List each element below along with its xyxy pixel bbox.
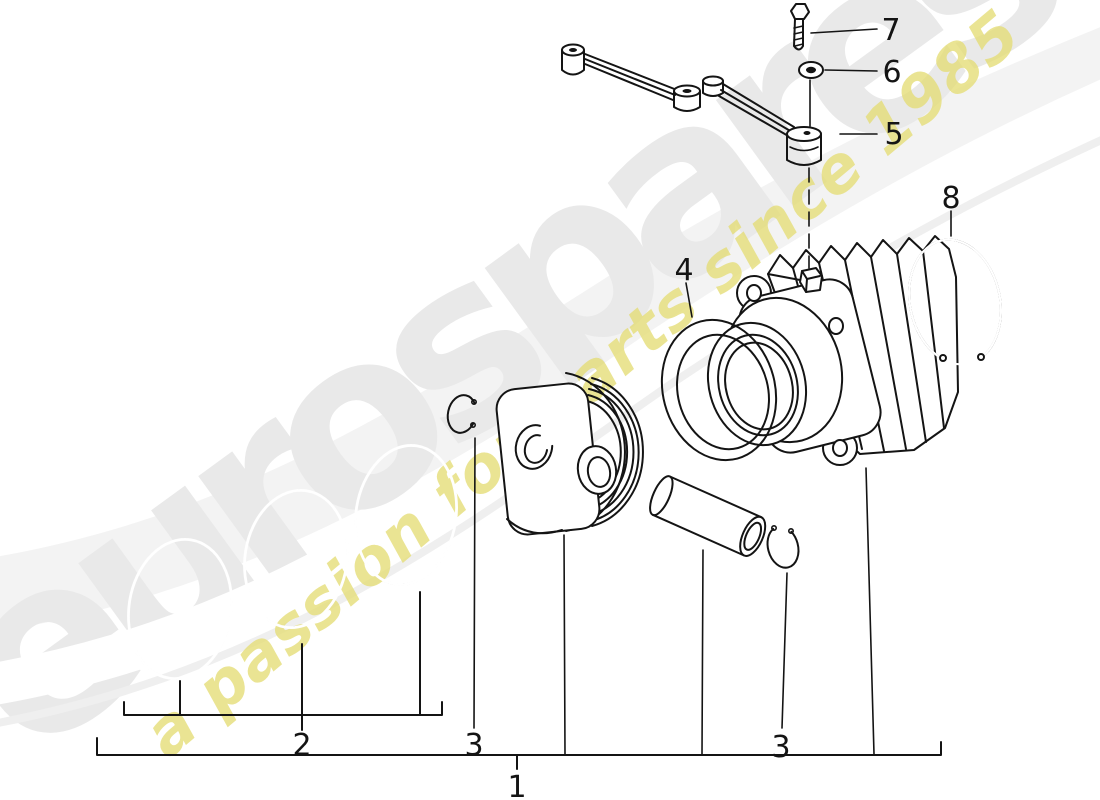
callout-7-label: 7 (881, 13, 900, 48)
callout-5-label: 5 (884, 117, 903, 152)
piston-ring-2 (243, 488, 349, 630)
bracket-right-boss-hole (803, 131, 811, 135)
bolt-shank (793, 18, 804, 51)
leader-circlip-left (473, 437, 476, 729)
bracket-upper-boss-top (702, 75, 724, 87)
cylinder-bolt-hole-3 (832, 439, 848, 457)
watermark-swoosh-edge (0, 136, 1100, 727)
cylinder-bore (717, 333, 799, 437)
callout-6-label: 6 (882, 55, 901, 90)
callout-3-right-label: 3 (771, 730, 790, 765)
piston-pin-bore-far-inner (586, 456, 612, 488)
bracket-assembly-group (96, 737, 942, 756)
wrist-pin-bore (743, 521, 763, 551)
snap-ring-highlight (907, 238, 1003, 366)
support-bracket (561, 43, 822, 269)
circlip-hook (770, 524, 777, 531)
cylinder (706, 235, 959, 466)
circlip-hook (469, 421, 476, 428)
cylinder-stud-edges (801, 270, 821, 293)
piston-pin-boss-inner (523, 434, 549, 464)
bolt (790, 3, 810, 51)
bracket-right-boss (786, 133, 822, 166)
group-brackets (96, 591, 942, 770)
watermark-swoosh (0, 79, 1100, 705)
leader-circlip-right (781, 572, 788, 729)
leader-washer (824, 69, 878, 72)
bracket-rings-ticks (179, 591, 421, 716)
snap-ring-hook-end (977, 353, 985, 361)
callout-4-label: 4 (674, 253, 693, 288)
bracket-upper-boss (702, 80, 724, 97)
sealing-ring-inner (676, 333, 770, 451)
callout-labels: 7 6 5 8 4 2 3 3 1 (292, 13, 960, 800)
leader-sealing-ring (685, 282, 693, 318)
callout-3-left-label: 3 (464, 728, 483, 763)
cylinder-bolt-hole-1 (746, 284, 762, 302)
bracket-rings-group (123, 701, 443, 716)
sealing-ring (660, 318, 778, 462)
piston (495, 372, 644, 536)
snap-ring (907, 238, 1003, 366)
bracket-rail-2 (718, 83, 795, 138)
callout-1-label: 1 (507, 770, 526, 800)
snap-ring-hook-end (939, 354, 947, 362)
wrist-pin (649, 475, 767, 557)
bracket-rail-1 (584, 53, 678, 101)
circlip-right (766, 524, 800, 569)
circlip-hook (787, 527, 794, 534)
piston-skirt-lip (506, 518, 563, 535)
bolt-head (790, 3, 810, 20)
circlip-left (446, 394, 478, 434)
leader-bolt (810, 28, 878, 34)
leader-cylinder (865, 467, 875, 755)
callout-8-label: 8 (941, 181, 960, 216)
bracket-mid-boss (673, 90, 701, 112)
leader-piston (563, 534, 566, 755)
leader-lines (473, 28, 952, 755)
bracket-left-boss (561, 49, 585, 76)
sealing-ring-outer (660, 318, 778, 462)
piston-ring-1 (127, 538, 233, 680)
washer-hole (806, 66, 816, 74)
cylinder-bolt-hole-2 (828, 317, 844, 335)
wrist-pin-body (651, 475, 763, 557)
bracket-left-boss-hole (569, 48, 577, 52)
piston-pin-boss (514, 424, 554, 470)
piston-ring-grooves (586, 377, 644, 527)
piston-rings (127, 444, 458, 680)
washer (798, 61, 824, 79)
leader-wrist-pin (701, 549, 704, 755)
wrist-pin-end-closed (649, 475, 674, 517)
piston-ring-3 (354, 444, 458, 586)
bracket-right-boss-groove (789, 146, 819, 152)
bolt-threads (793, 25, 804, 47)
circlip-hook (470, 398, 477, 405)
callout-2-label: 2 (292, 728, 311, 763)
bracket-mid-boss-hole (682, 89, 692, 93)
